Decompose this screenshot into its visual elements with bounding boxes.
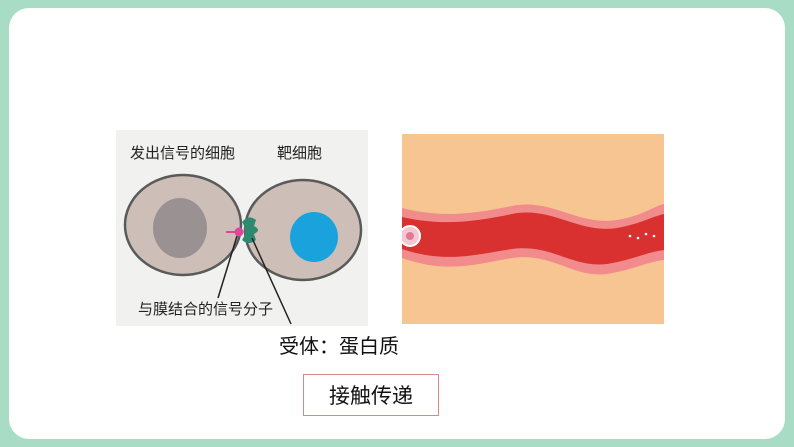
particle xyxy=(644,232,648,236)
cells-illustration xyxy=(123,173,363,325)
contact-transmission-box: 接触传递 xyxy=(303,374,439,416)
particle xyxy=(628,234,632,238)
blood-vessel-illustration xyxy=(402,204,664,275)
signal-cell-label: 发出信号的细胞 xyxy=(130,144,236,162)
cell-contact-diagram: 发出信号的细胞 靶细胞 与膜结合的信号分子 xyxy=(116,130,368,326)
target-cell-nucleus xyxy=(290,212,338,262)
particle xyxy=(652,234,656,238)
target-cell-label: 靶细胞 xyxy=(277,144,323,162)
signal-cell-nucleus xyxy=(153,198,207,258)
signal-pointer-line xyxy=(217,235,238,299)
receptor-shape xyxy=(242,217,258,243)
receptor-caption: 受体：蛋白质 xyxy=(279,334,399,358)
blood-cell-center xyxy=(406,232,414,240)
receptor-pointer-line xyxy=(251,237,292,325)
signal-molecule-label: 与膜结合的信号分子 xyxy=(138,300,274,318)
signal-molecule xyxy=(234,227,244,237)
vessel-lumen xyxy=(402,212,664,265)
blood-vessel-image xyxy=(402,134,664,324)
particle xyxy=(636,236,640,240)
contact-transmission-text: 接触传递 xyxy=(329,384,413,408)
